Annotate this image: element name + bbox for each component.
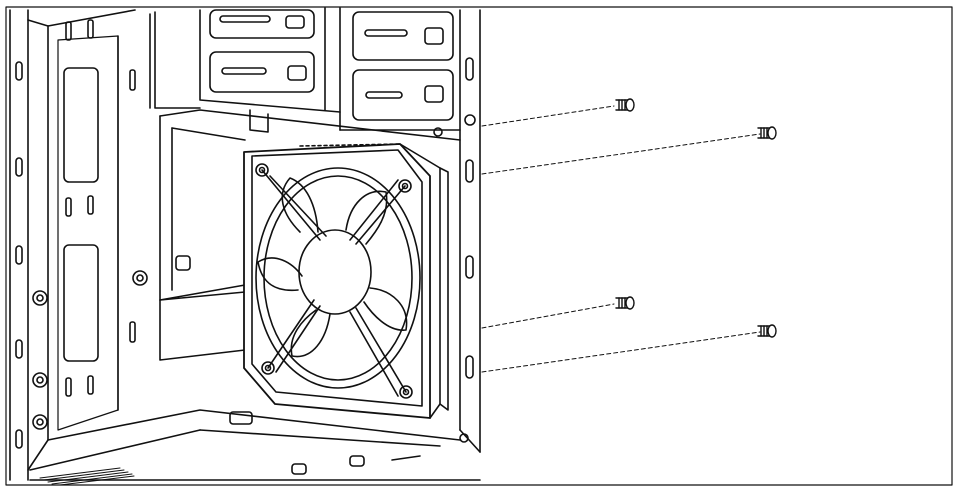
floor-vent xyxy=(39,467,135,486)
rail-thumbscrew-icon xyxy=(32,290,48,430)
motherboard-tray xyxy=(47,9,151,431)
drive-bay-slot xyxy=(209,9,315,39)
cable-slot-icon xyxy=(65,19,136,397)
drive-bay-slot xyxy=(209,51,315,93)
screw-leader-lines xyxy=(481,105,761,373)
drive-bays xyxy=(154,7,461,137)
figure-border xyxy=(5,6,953,486)
hard-drive-cage-icon xyxy=(159,109,461,361)
drive-bay-slot xyxy=(352,11,454,61)
fan-icon xyxy=(229,143,449,425)
left-chassis-rail xyxy=(9,9,49,481)
panel-slot-icon xyxy=(465,57,474,379)
screw-icon xyxy=(757,324,777,338)
screw-icon xyxy=(615,296,635,310)
front-panel xyxy=(459,9,481,453)
tray-cutout xyxy=(63,67,99,183)
tray-cutout xyxy=(63,244,99,362)
rail-slot-icon xyxy=(15,61,23,449)
drive-bay-slot xyxy=(352,69,454,121)
screw-icon xyxy=(757,126,777,140)
screw-icon xyxy=(615,98,635,112)
case-floor xyxy=(29,409,481,486)
